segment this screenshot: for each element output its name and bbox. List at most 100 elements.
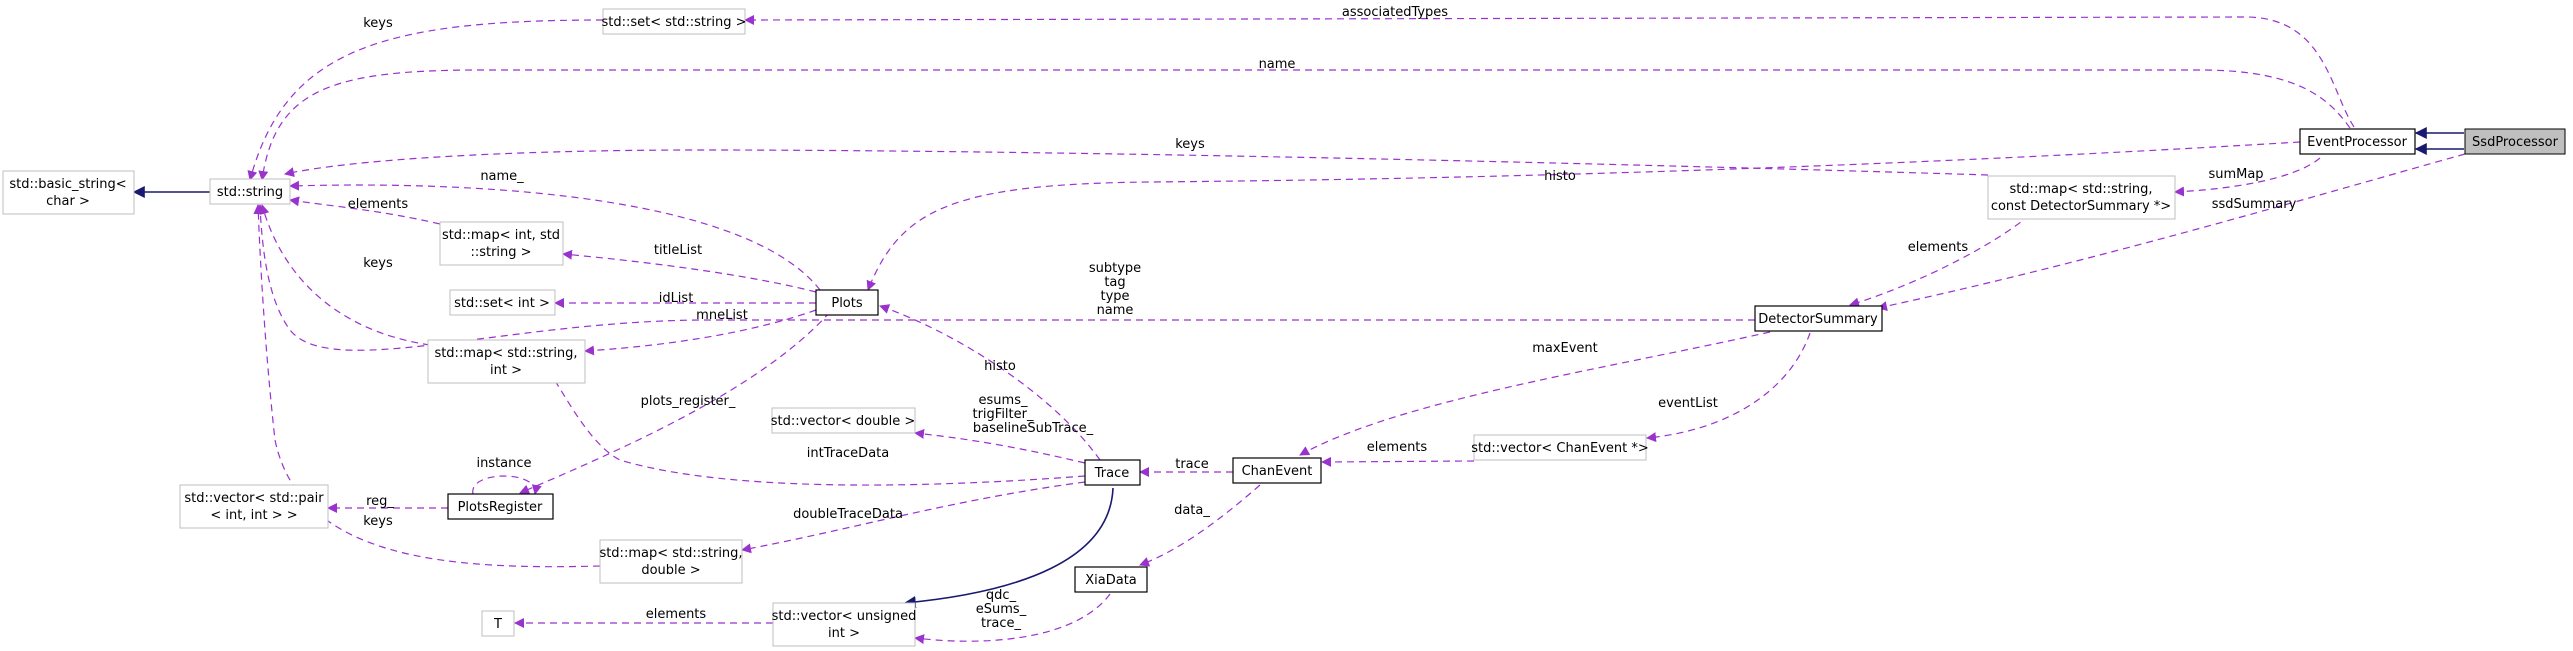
- node-vector-chanevent[interactable]: std::vector< ChanEvent *>: [1471, 434, 1649, 461]
- label-instance: instance: [476, 456, 531, 471]
- label-trace-vector-2: trigFilter_: [972, 407, 1034, 422]
- label-associated-types: associatedTypes: [1342, 5, 1448, 20]
- node-map-string-double[interactable]: std::map< std::string, double >: [599, 539, 743, 584]
- label-xia-vector-2: eSums_: [976, 602, 1027, 617]
- node-map-string-int[interactable]: std::map< std::string, int >: [427, 339, 586, 384]
- node-detectorsummary-label: DetectorSummary: [1758, 312, 1878, 327]
- node-map-int-string[interactable]: std::map< int, std ::string >: [439, 221, 564, 266]
- node-set-int-label: std::set< int >: [454, 296, 550, 311]
- node-template-t[interactable]: T: [481, 610, 515, 637]
- node-basic-string-line2: char >: [46, 194, 90, 209]
- edges: [132, 14, 2466, 645]
- node-plotsregister-label: PlotsRegister: [458, 500, 543, 515]
- node-vector-double[interactable]: std::vector< double >: [771, 407, 916, 434]
- label-trace-vector-3: baselineSubTrace_: [973, 421, 1094, 436]
- edge-ssd-summary: [1877, 153, 2466, 311]
- node-basic-string[interactable]: std::basic_string< char >: [2, 170, 135, 215]
- label-inttracedata: intTraceData: [807, 446, 889, 461]
- node-eventprocessor[interactable]: EventProcessor: [2299, 128, 2416, 155]
- label-xia-vector-3: trace_: [981, 616, 1022, 631]
- label-histo-trace: histo: [984, 359, 1016, 374]
- node-map-int-string-line1: std::map< int, std: [442, 228, 560, 243]
- edge-mapstringint-keys: [259, 204, 431, 346]
- label-detector-field-2: tag: [1104, 275, 1125, 290]
- label-maxevent: maxEvent: [1532, 341, 1598, 356]
- label-eventlist: eventList: [1658, 396, 1718, 411]
- node-set-string[interactable]: std::set< std::string >: [602, 8, 747, 35]
- node-map-string-int-line2: int >: [490, 363, 522, 378]
- label-ssdsummary: ssdSummary: [2212, 197, 2297, 212]
- node-eventprocessor-label: EventProcessor: [2307, 135, 2408, 150]
- edge-map-detector-keys: [284, 149, 1989, 177]
- label-data-member: data_: [1174, 503, 1210, 518]
- node-set-int[interactable]: std::set< int >: [449, 289, 556, 316]
- node-basic-string-line1: std::basic_string<: [9, 177, 126, 192]
- edge-trace-vectordouble: [914, 428, 1086, 464]
- node-vector-pair-line1: std::vector< std::pair: [184, 491, 324, 506]
- label-mnelist: mneList: [696, 308, 748, 323]
- node-vector-chanevent-label: std::vector< ChanEvent *>: [1471, 441, 1648, 456]
- label-name-plots: name_: [480, 169, 524, 184]
- label-elements-chan: elements: [1367, 440, 1428, 455]
- edge-detector-eventlist: [1646, 332, 1811, 443]
- node-trace[interactable]: Trace: [1084, 459, 1141, 486]
- edge-mapstringdouble-keys: [253, 204, 601, 568]
- edge-trace-histo: [879, 304, 1101, 461]
- node-xiadata[interactable]: XiaData: [1074, 566, 1148, 593]
- node-plotsregister[interactable]: PlotsRegister: [447, 493, 554, 520]
- node-map-detector-summary-line1: std::map< std::string,: [2009, 182, 2152, 197]
- node-set-string-label: std::set< std::string >: [602, 15, 747, 30]
- node-vector-unsigned-line2: int >: [828, 626, 860, 641]
- node-plots[interactable]: Plots: [815, 289, 879, 316]
- label-elements-mapint: elements: [348, 197, 409, 212]
- label-detector-field-4: name: [1097, 303, 1134, 318]
- node-vector-unsigned-line1: std::vector< unsigned: [772, 609, 917, 624]
- edge-event-histo: [866, 141, 2301, 291]
- edge-associatedtypes: [744, 14, 2355, 128]
- label-name-event: name: [1259, 57, 1296, 72]
- node-chanevent[interactable]: ChanEvent: [1232, 457, 1322, 484]
- label-keys-plotsregister: keys: [363, 256, 393, 271]
- label-xia-vector-1: qdc_: [986, 588, 1017, 603]
- node-plots-label: Plots: [831, 296, 863, 311]
- node-vector-unsigned[interactable]: std::vector< unsigned int >: [772, 602, 917, 647]
- label-titlelist: titleList: [654, 243, 702, 258]
- node-map-detector-summary[interactable]: std::map< std::string, const DetectorSum…: [1987, 175, 2176, 220]
- edge-plotsregister-instance: [472, 475, 542, 495]
- edge-labels: associatedTypes keys name keys histo nam…: [348, 5, 2297, 631]
- node-map-string-double-line1: std::map< std::string,: [599, 546, 742, 561]
- nodes: SsdProcessor EventProcessor std::set< st…: [2, 8, 2566, 647]
- edge-chanevent-data: [1139, 484, 1261, 567]
- label-doubletracedata: doubleTraceData: [793, 507, 903, 522]
- edge-mapint-elements: [289, 196, 441, 225]
- edge-vectorchan-elements: [1321, 456, 1475, 467]
- node-detectorsummary[interactable]: DetectorSummary: [1754, 305, 1883, 332]
- label-elements-detector: elements: [1908, 240, 1969, 255]
- edge-trace-inttracedata: [549, 372, 1086, 486]
- edge-detector-maxevent: [1299, 331, 1771, 456]
- label-keys-vectorpair: keys: [363, 514, 393, 529]
- edge-event-summap: [2174, 157, 2321, 197]
- label-detector-field-1: subtype: [1089, 261, 1141, 276]
- label-idlist: idList: [659, 291, 694, 306]
- node-vector-pair-line2: < int, int > >: [210, 508, 297, 523]
- edge-plots-register: [519, 311, 831, 495]
- node-template-t-label: T: [493, 617, 502, 632]
- label-summap: sumMap: [2208, 167, 2263, 182]
- node-ssdprocessor[interactable]: SsdProcessor: [2464, 128, 2566, 155]
- node-trace-label: Trace: [1094, 466, 1130, 481]
- node-map-string-int-line1: std::map< std::string,: [434, 346, 577, 361]
- label-plots-register: plots_register_: [641, 394, 736, 409]
- node-map-int-string-line2: ::string >: [470, 245, 531, 260]
- node-vector-pair[interactable]: std::vector< std::pair < int, int > >: [179, 484, 329, 529]
- node-xiadata-label: XiaData: [1085, 573, 1137, 588]
- edge-detector-name: [255, 204, 1755, 351]
- label-reg: reg_: [366, 494, 394, 509]
- node-ssdprocessor-label: SsdProcessor: [2472, 135, 2559, 150]
- node-map-detector-summary-line2: const DetectorSummary *>: [1991, 199, 2171, 214]
- edge-set-string-keys: [247, 19, 604, 181]
- node-std-string[interactable]: std::string: [209, 178, 291, 205]
- label-detector-field-3: type: [1100, 289, 1129, 304]
- edge-trace-doubletracedata: [741, 481, 1086, 554]
